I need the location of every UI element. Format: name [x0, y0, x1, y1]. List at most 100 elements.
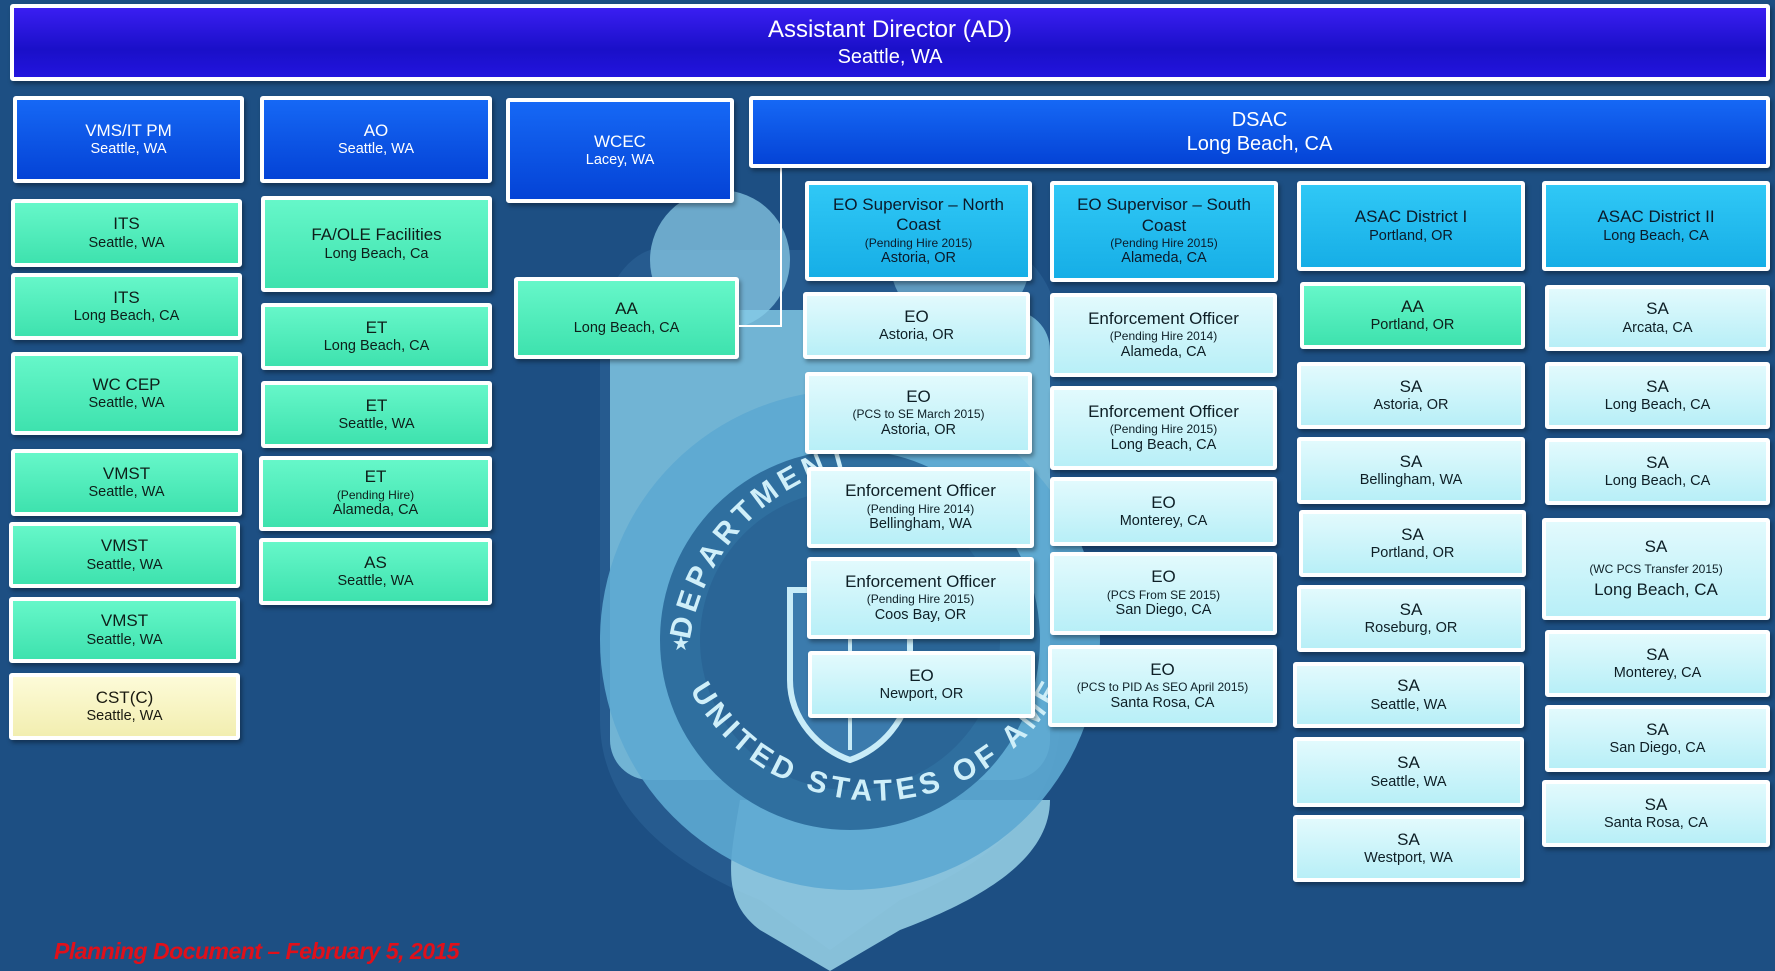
col5-box-eo-supervisor-south: EO Supervisor – South Coast (Pending Hir…: [1050, 181, 1278, 282]
box-title: WC CEP: [92, 374, 161, 394]
box-location: Seattle, WA: [338, 416, 415, 432]
box-note: (WC PCS Transfer 2015): [1589, 561, 1723, 576]
box-title: FA/OLE Facilities: [311, 225, 442, 245]
col3-box-aa-long-beach: AA Long Beach, CA: [514, 277, 739, 359]
box-title: EO Supervisor – North Coast: [832, 194, 1004, 235]
box-location: Portland, OR: [1369, 227, 1453, 244]
box-title: VMST: [100, 536, 149, 556]
ad-location: Seattle, WA: [837, 45, 943, 68]
col2-box-et-seattle: ET Seattle, WA: [261, 381, 492, 448]
box-title: SA: [1397, 676, 1420, 696]
box-location: Bellingham, WA: [869, 516, 972, 533]
box-note: (Pending Hire 2015): [864, 235, 973, 250]
col6-box-asac-district-1: ASAC District I Portland, OR: [1297, 181, 1525, 271]
box-location: Long Beach, CA: [1594, 580, 1718, 600]
box-note: (PCS to PID As SEO April 2015): [1076, 680, 1249, 695]
box-location: Seattle, WA: [337, 573, 414, 589]
box-location: Astoria, OR: [881, 421, 956, 438]
box-title: EO: [1151, 567, 1176, 587]
col2-box-ao: AO Seattle, WA: [260, 96, 492, 183]
col1-box-vmst-1: VMST Seattle, WA: [11, 449, 242, 516]
box-location: Seattle, WA: [337, 141, 415, 157]
box-title: ITS: [113, 287, 140, 307]
box-location: Arcata, CA: [1622, 319, 1693, 336]
col1-box-wc-cep: WC CEP Seattle, WA: [11, 352, 242, 435]
box-title: VMST: [100, 611, 149, 631]
box-note: (PCS to SE March 2015): [852, 407, 985, 422]
box-title: AS: [364, 552, 387, 572]
box-location: Roseburg, OR: [1364, 620, 1458, 636]
box-location: Seattle, WA: [90, 141, 167, 157]
box-location: Seattle, WA: [88, 484, 165, 500]
box-location: Newport, OR: [879, 686, 964, 702]
col4-box-eo-newport: EO Newport, OR: [808, 651, 1035, 718]
box-note: (PCS From SE 2015): [1106, 587, 1221, 602]
box-title: Enforcement Officer: [1088, 308, 1239, 328]
col4-box-enforcement-officer-bellingham: Enforcement Officer (Pending Hire 2014) …: [807, 467, 1034, 548]
box-title: SA: [1646, 376, 1669, 396]
col1-box-its-long-beach: ITS Long Beach, CA: [11, 273, 242, 340]
box-location: Astoria, OR: [881, 249, 956, 266]
box-location: Seattle, WA: [86, 708, 163, 724]
col2-box-et-alameda: ET (Pending Hire) Alameda, CA: [259, 456, 492, 531]
col4-box-eo-astoria-2: EO (PCS to SE March 2015) Astoria, OR: [805, 372, 1032, 454]
col4-box-eo-supervisor-north: EO Supervisor – North Coast (Pending Hir…: [805, 181, 1032, 281]
box-location: Monterey, CA: [1119, 513, 1208, 529]
col1-box-vmst-3: VMST Seattle, WA: [9, 597, 240, 663]
box-location: Alameda, CA: [1120, 343, 1207, 360]
box-location: Astoria, OR: [1373, 397, 1449, 413]
box-location: Seattle, WA: [86, 556, 163, 573]
col4-box-enforcement-officer-coos-bay: Enforcement Officer (Pending Hire 2015) …: [807, 557, 1034, 639]
box-location: Long Beach, CA: [1604, 473, 1711, 489]
box-location: Long Beach, CA: [1603, 227, 1709, 244]
col5-box-enforcement-officer-long-beach: Enforcement Officer (Pending Hire 2015) …: [1050, 386, 1277, 470]
box-title: EO: [1150, 659, 1175, 679]
col6-box-sa-roseburg: SA Roseburg, OR: [1297, 585, 1525, 652]
box-location: Long Beach, CA: [323, 338, 430, 354]
box-title: ET: [364, 467, 387, 487]
box-title: ET: [365, 395, 388, 415]
box-title: ET: [365, 317, 388, 337]
col1-box-vms-it-pm: VMS/IT PM Seattle, WA: [13, 96, 244, 183]
box-title: AO: [363, 120, 389, 140]
box-title: SA: [1397, 753, 1420, 773]
col6-box-sa-bellingham: SA Bellingham, WA: [1297, 437, 1525, 504]
box-location: Seattle, WA: [1370, 696, 1447, 713]
box-title: SA: [1644, 537, 1668, 557]
box-title: SA: [1401, 524, 1424, 544]
box-location: Long Beach, Ca: [324, 245, 429, 262]
box-title: CST(C): [95, 687, 154, 707]
box-title: VMST: [102, 463, 151, 483]
col1-box-cst: CST(C) Seattle, WA: [9, 673, 240, 740]
box-title: SA: [1646, 644, 1669, 664]
box-title: WCEC: [594, 131, 646, 151]
box-location: Long Beach, CA: [1186, 133, 1333, 155]
box-location: Santa Rosa, CA: [1604, 815, 1708, 831]
col5-box-eo-san-diego: EO (PCS From SE 2015) San Diego, CA: [1050, 552, 1277, 635]
col3-box-wcec: WCEC Lacey, WA: [506, 98, 734, 203]
planning-document-footer: Planning Document – February 5, 2015: [54, 938, 460, 964]
box-title: DSAC: [1231, 109, 1288, 131]
col2-box-fa-ole-facilities: FA/OLE Facilities Long Beach, Ca: [261, 196, 492, 292]
box-title: ITS: [113, 214, 140, 234]
box-title: Enforcement Officer: [1088, 401, 1239, 421]
box-note: (Pending Hire 2015): [866, 592, 975, 607]
box-title: SA: [1644, 794, 1668, 814]
col7-box-sa-santa-rosa: SA Santa Rosa, CA: [1542, 780, 1770, 847]
col7-box-sa-monterey: SA Monterey, CA: [1545, 630, 1770, 697]
col7-box-sa-long-beach-1: SA Long Beach, CA: [1545, 362, 1770, 429]
box-location: Astoria, OR: [879, 327, 954, 343]
box-location: Monterey, CA: [1613, 665, 1702, 681]
box-location: Santa Rosa, CA: [1110, 694, 1215, 711]
box-title: AA: [1401, 296, 1424, 316]
box-location: Long Beach, CA: [73, 308, 180, 324]
box-note: (Pending Hire): [336, 487, 415, 502]
col6-box-sa-seattle-2: SA Seattle, WA: [1293, 737, 1524, 807]
box-title: EO: [1151, 492, 1176, 512]
box-location: Alameda, CA: [1121, 250, 1207, 267]
box-location: Long Beach, CA: [1110, 436, 1217, 453]
col6-box-sa-astoria: SA Astoria, OR: [1297, 362, 1525, 429]
box-location: Seattle, WA: [1370, 773, 1447, 790]
col7-box-sa-arcata: SA Arcata, CA: [1545, 285, 1770, 351]
box-title: VMS/IT PM: [85, 120, 172, 140]
